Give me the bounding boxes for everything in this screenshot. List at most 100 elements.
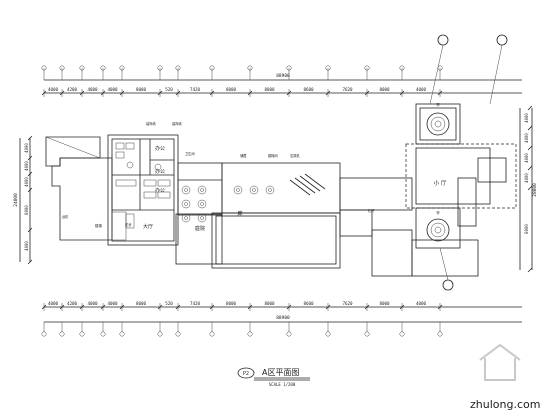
- section-marker-top-right: [496, 34, 508, 46]
- bottom-axis-bubble-12: [399, 331, 405, 337]
- right-dimension-chain: 4000 4000 4000 4000 8000 28000: [519, 105, 538, 273]
- top-axis-bubble-0: [41, 65, 47, 71]
- bottom-dim-seg-11: 8000: [379, 301, 390, 306]
- bottom-axis-bubble-9: [286, 331, 292, 337]
- table-symbol-2: [181, 199, 191, 209]
- left-dimension-chain: 4000 4000 4000 8000 4000 24000: [13, 135, 33, 265]
- central-hall: 庭院: [175, 162, 275, 265]
- dining-area: 廊: [211, 162, 341, 269]
- bottom-dim-seg-5: 520: [165, 301, 173, 306]
- bottom-dim-seg-4: 8000: [136, 301, 147, 306]
- top-dim-seg-0: 4000: [48, 87, 59, 92]
- table-symbol-4: [181, 213, 191, 223]
- note-2: 装饰墙: [172, 121, 182, 126]
- left-dim-seg-1: 4000: [24, 161, 29, 171]
- left-dim-seg-2: 4000: [24, 177, 29, 187]
- bottom-axis-bubble-4: [119, 331, 125, 337]
- right-total-dimension: 28000: [532, 183, 538, 197]
- right-dim-seg-0: 4000: [524, 113, 529, 123]
- bottom-axis-bubble-11: [364, 331, 370, 337]
- note-7: 花池: [125, 222, 132, 227]
- table-symbol-3: [197, 199, 207, 209]
- right-dim-seg-2: 4000: [524, 153, 529, 163]
- office-block: 办公 办公 办公 大厅 楼梯: [95, 134, 179, 246]
- top-dim-seg-3: 4000: [107, 87, 118, 92]
- bottom-dim-seg-8: 8000: [264, 301, 275, 306]
- bottom-dim-seg-3: 4000: [107, 301, 118, 306]
- pavilion-complex: 小 厅 亭 亭: [405, 34, 517, 291]
- top-axis-bubble-3: [100, 65, 106, 71]
- left-terrace: [45, 136, 113, 241]
- bottom-axis-bubble-8: [247, 331, 253, 337]
- right-dim-seg-3: 4000: [524, 173, 529, 183]
- drawing-title: A区平面图: [262, 368, 299, 377]
- note-1: 装饰墙: [146, 121, 156, 126]
- bottom-axis-bubble-2: [79, 331, 85, 337]
- top-axis-bubble-4: [119, 65, 125, 71]
- bottom-dim-seg-1: 4200: [67, 301, 78, 306]
- top-dim-seg-2: 4000: [87, 87, 98, 92]
- right-dim-seg-4: 8000: [524, 224, 529, 234]
- top-dim-seg-7: 8000: [226, 87, 237, 92]
- right-dim-seg-1: 4000: [524, 133, 529, 143]
- bottom-dim-seg-7: 8000: [226, 301, 237, 306]
- label-pavilion-top: 亭: [436, 102, 440, 107]
- top-axis-bubble-7: [209, 65, 215, 71]
- left-total-dimension: 24000: [13, 193, 19, 207]
- top-axis-bubble-8: [247, 65, 253, 71]
- top-axis-bubble-6: [175, 65, 181, 71]
- top-axis-bubble-2: [79, 65, 85, 71]
- left-dim-seg-0: 4000: [24, 143, 29, 153]
- note-8: 台阶: [62, 214, 69, 219]
- top-dim-seg-1: 4200: [67, 87, 78, 92]
- label-pavilion-mid: 小 厅: [434, 179, 447, 187]
- top-axis-bubble-12: [399, 65, 405, 71]
- watermark: zhulong.com: [470, 343, 540, 411]
- label-office-3: 办公: [155, 187, 165, 194]
- top-dim-seg-11: 8000: [379, 87, 390, 92]
- note-6: 空调机: [290, 153, 300, 158]
- label-courtyard: 庭院: [195, 225, 205, 232]
- label-office-2: 办公: [155, 168, 165, 175]
- label-stair-note: 楼梯: [95, 223, 102, 228]
- bottom-total-dimension: 88900: [276, 315, 290, 321]
- top-dim-seg-9: 8600: [303, 87, 314, 92]
- note-4: 储藏: [240, 153, 247, 158]
- table-symbol-7: [249, 185, 259, 195]
- bottom-axis-bubble-10: [325, 331, 331, 337]
- note-3: 卫生间: [185, 151, 195, 156]
- drawing-number-bubble: [237, 367, 255, 379]
- top-dim-seg-10: 7620: [342, 87, 353, 92]
- bottom-dim-seg-2: 4000: [87, 301, 98, 306]
- top-dim-seg-5: 520: [165, 87, 173, 92]
- top-axis-bubble-1: [59, 65, 65, 71]
- bottom-dim-seg-9: 8600: [303, 301, 314, 306]
- drawing-number: P2: [243, 371, 249, 377]
- title-block: P2 A区平面图 SCALE 1/200: [237, 367, 310, 387]
- bottom-axis-bubble-6: [175, 331, 181, 337]
- annotations: 装饰墙 装饰墙 卫生间 储藏 楼梯间 空调机 花池 台阶 栏杆: [62, 121, 375, 227]
- label-office-1: 办公: [155, 145, 165, 152]
- label-corridor: 廊: [237, 210, 242, 217]
- bottom-dim-seg-6: 7420: [190, 301, 201, 306]
- boardwalk: [339, 177, 479, 277]
- bottom-axis-bubble-7: [209, 331, 215, 337]
- top-total-dimension: 88900: [276, 73, 290, 79]
- label-pavilion-bottom: 亭: [436, 210, 440, 215]
- table-symbol-8: [265, 185, 275, 195]
- section-marker-top-left: [437, 34, 449, 46]
- bottom-dim-seg-12: 4000: [416, 301, 427, 306]
- bottom-axis-bubble-1: [59, 331, 65, 337]
- top-dim-seg-8: 8000: [264, 87, 275, 92]
- top-dim-seg-4: 8000: [136, 87, 147, 92]
- top-axis-bubble-11: [364, 65, 370, 71]
- table-symbol-0: [181, 185, 191, 195]
- drawing-scale: SCALE 1/200: [269, 382, 296, 387]
- top-axis-bubble-9: [286, 65, 292, 71]
- left-dim-seg-3: 8000: [24, 205, 29, 215]
- watermark-text: zhulong.com: [470, 398, 540, 411]
- left-dim-seg-4: 4000: [24, 241, 29, 251]
